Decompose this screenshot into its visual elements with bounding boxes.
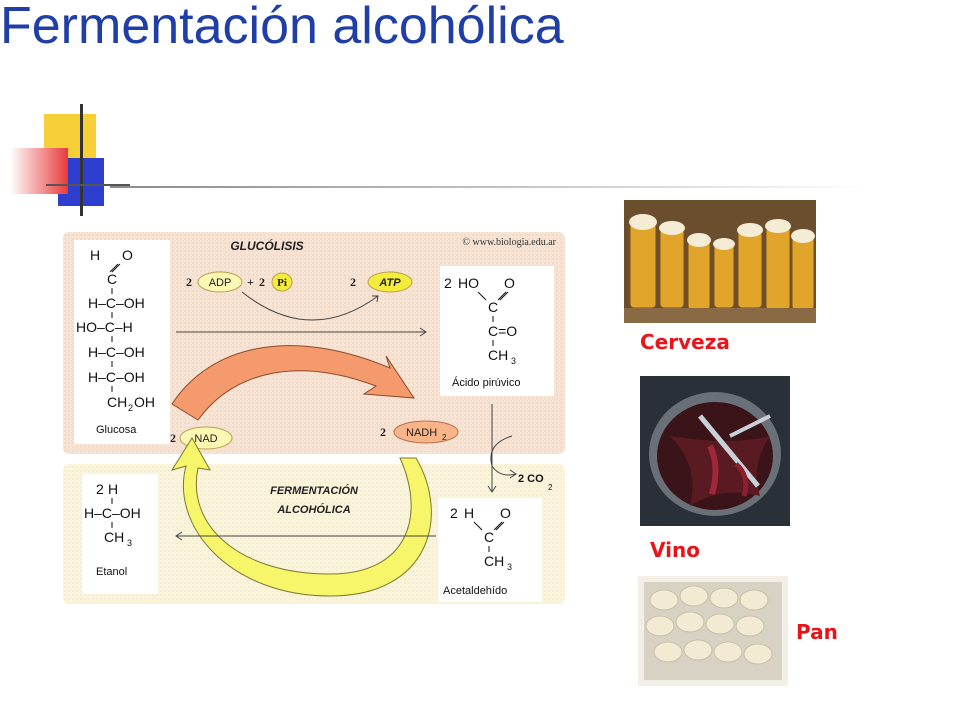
glucose-name: Glucosa xyxy=(96,424,137,436)
fermentation-label-1: FERMENTACIÓN xyxy=(270,484,359,497)
svg-text:H: H xyxy=(464,505,474,521)
plus-sign: + xyxy=(247,275,254,289)
svg-text:O: O xyxy=(500,505,511,521)
ethanol-structure: 2 H H–C–OH CH 3 xyxy=(84,481,141,548)
svg-text:3: 3 xyxy=(511,356,516,366)
atp-label: ATP xyxy=(378,277,401,289)
nad-coef: 2 xyxy=(170,431,176,445)
svg-text:CH: CH xyxy=(484,553,504,569)
adp-label: ADP xyxy=(209,277,232,289)
beer-caption: Cerveza xyxy=(640,330,730,354)
nadh-pill xyxy=(393,420,459,444)
svg-text:2: 2 xyxy=(450,505,458,521)
nad-label: NAD xyxy=(194,433,217,445)
svg-text:OH: OH xyxy=(134,394,155,410)
svg-text:H: H xyxy=(90,247,100,263)
title-underline xyxy=(110,186,870,188)
svg-text:3: 3 xyxy=(127,538,132,548)
svg-text:HO: HO xyxy=(458,275,479,291)
wine-vat-photo xyxy=(640,376,790,526)
orange-arrow xyxy=(171,345,415,421)
svg-text:2: 2 xyxy=(444,275,452,291)
pi-pill xyxy=(271,272,293,292)
bread-dough-photo xyxy=(638,576,788,686)
acetaldehyde-structure: 2 H O C CH 3 xyxy=(450,505,512,572)
page-title: Fermentación alcohólica xyxy=(0,0,564,55)
glucose-box xyxy=(74,240,170,444)
svg-text:O: O xyxy=(504,275,515,291)
co2-sub: 2 xyxy=(548,483,553,492)
svg-text:H–C–OH: H–C–OH xyxy=(88,295,145,311)
nadh-sub: 2 xyxy=(442,433,447,442)
nadh-coef: 2 xyxy=(380,425,386,439)
svg-text:2: 2 xyxy=(96,481,104,497)
adp-coef: 2 xyxy=(186,275,192,289)
svg-text:CH: CH xyxy=(488,347,508,363)
pi-coef: 2 xyxy=(259,275,265,289)
svg-text:H–C–OH: H–C–OH xyxy=(88,369,145,385)
pi-label: Pi xyxy=(277,277,287,289)
svg-text:H–C–OH: H–C–OH xyxy=(84,505,141,521)
acetaldehyde-box xyxy=(438,498,542,602)
fermentation-diagram: GLUCÓLISIS © www.biologia.edu.ar FERMENT… xyxy=(63,232,565,604)
svg-text:C: C xyxy=(484,529,494,545)
svg-text:CH: CH xyxy=(104,529,124,545)
ethanol-box xyxy=(82,474,158,594)
glucose-structure: H O C H–C–OH HO–C–H H–C–OH H–C–OH CH 2 O… xyxy=(76,247,155,413)
pyruvic-structure: 2 HO O C C=O CH 3 xyxy=(444,275,517,366)
credit-text: © www.biologia.edu.ar xyxy=(462,237,556,248)
pyruvic-box xyxy=(440,266,554,396)
adp-pill xyxy=(197,271,243,293)
bread-caption: Pan xyxy=(796,620,838,644)
atp-coef: 2 xyxy=(350,275,356,289)
nadh-label: NADH xyxy=(406,427,437,439)
yellow-arrow xyxy=(170,437,432,597)
svg-text:C=O: C=O xyxy=(488,323,517,339)
pyruvic-name: Ácido pirúvico xyxy=(452,376,520,389)
svg-text:C: C xyxy=(107,271,117,287)
svg-text:HO–C–H: HO–C–H xyxy=(76,319,133,335)
svg-text:C: C xyxy=(488,299,498,315)
glycolysis-label: GLUCÓLISIS xyxy=(230,238,303,253)
title-decoration xyxy=(10,100,140,220)
atp-pill xyxy=(367,271,413,293)
fermentation-label-2: ALCOHÓLICA xyxy=(276,503,350,516)
wine-caption: Vino xyxy=(650,538,700,562)
beer-glasses-photo xyxy=(624,200,816,323)
svg-text:O: O xyxy=(122,247,133,263)
adp-atp-arrow xyxy=(241,291,379,321)
ethanol-name: Etanol xyxy=(96,566,127,578)
co2-label: 2 CO xyxy=(518,473,544,485)
svg-text:H–C–OH: H–C–OH xyxy=(88,344,145,360)
acetaldehyde-name: Acetaldehído xyxy=(443,585,507,597)
svg-text:H: H xyxy=(108,481,118,497)
svg-text:2: 2 xyxy=(128,403,133,413)
svg-text:3: 3 xyxy=(507,562,512,572)
svg-text:CH: CH xyxy=(107,394,127,410)
